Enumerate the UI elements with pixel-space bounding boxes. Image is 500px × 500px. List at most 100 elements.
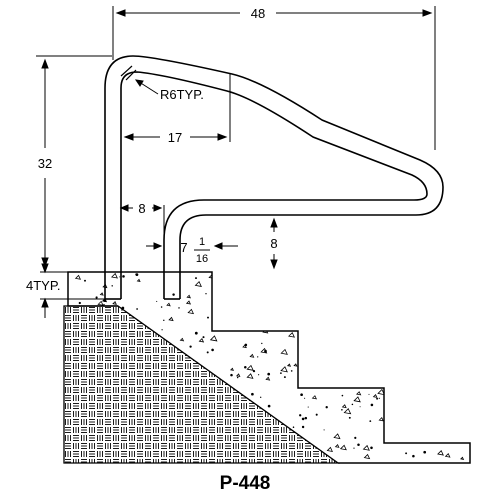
speckle-mark <box>246 364 254 371</box>
pool-wall-section <box>63 305 341 464</box>
speckle-dot <box>354 436 357 439</box>
speckle-mark <box>326 446 333 453</box>
speckle-mark <box>444 453 451 458</box>
speckle-mark <box>353 396 361 403</box>
speckle-dot <box>211 348 214 352</box>
speckle-dot <box>261 342 263 345</box>
dimension-7-1-16 <box>146 242 238 251</box>
speckle-dot <box>370 446 373 450</box>
speckle-mark <box>235 373 241 377</box>
speckle-mark <box>460 456 465 460</box>
speckle-dot <box>160 306 163 308</box>
speckle-dot <box>122 275 125 278</box>
speckle-dot <box>161 329 163 331</box>
speckle-mark <box>246 373 254 379</box>
speckle-dot <box>300 393 303 397</box>
handrail-tube <box>104 55 444 300</box>
speckle-dot <box>292 426 295 428</box>
speckle-mark <box>179 337 185 342</box>
speckle-mark <box>362 444 370 451</box>
speckle-dot <box>194 331 198 335</box>
dimension-48-label: 48 <box>251 6 265 21</box>
speckle-mark <box>187 308 195 315</box>
speckle-dot <box>299 414 302 417</box>
speckle-mark <box>377 388 385 396</box>
dimension-32 <box>36 55 112 268</box>
speckle-mark <box>343 408 352 415</box>
speckle-dot <box>206 351 209 354</box>
speckle-dot <box>111 285 113 287</box>
dimension-48 <box>112 6 436 150</box>
speckle-dot <box>376 397 379 400</box>
speckle-mark <box>229 367 235 371</box>
speckle-dot <box>301 425 305 429</box>
speckle-dot <box>304 416 308 420</box>
speckle-dot <box>378 397 380 399</box>
speckle-dot <box>95 296 98 299</box>
speckle-dot <box>84 279 86 282</box>
speckle-dot <box>103 303 105 306</box>
speckle-dot <box>252 370 256 373</box>
speckle-dot <box>267 404 271 408</box>
speckle-mark <box>99 292 104 296</box>
speckle-dot <box>189 345 192 348</box>
dimension-8-vertical <box>226 214 280 270</box>
speckle-dot <box>195 277 197 280</box>
speckle-mark <box>341 404 347 409</box>
radius-leader <box>134 79 159 95</box>
speckle-mark <box>185 300 192 305</box>
speckle-dot <box>348 416 351 419</box>
speckle-mark <box>194 281 202 287</box>
speckle-dot <box>207 316 209 319</box>
dimension-fraction-denominator: 16 <box>196 253 208 265</box>
speckle-dot <box>359 406 361 408</box>
dimension-4typ-label: 4TYP. <box>26 278 60 293</box>
speckle-dot <box>368 393 370 395</box>
speckle-mark <box>97 300 104 306</box>
speckle-mark <box>168 316 174 322</box>
speckle-dot <box>351 403 354 406</box>
radius-tick-marks <box>120 65 137 81</box>
dimension-4typ <box>40 252 105 318</box>
speckle-mark <box>110 272 118 279</box>
dimension-fraction-numerator: 1 <box>199 236 205 248</box>
dimension-7-label: 7 <box>180 240 187 255</box>
speckle-dot <box>156 300 158 302</box>
dimension-8-horizontal <box>119 204 165 240</box>
speckle-dot <box>78 301 81 305</box>
speckle-mark <box>334 444 340 448</box>
speckle-dot <box>283 376 286 379</box>
speckle-dot <box>264 349 267 353</box>
speckle-dot <box>230 373 233 377</box>
speckle-dot <box>172 293 175 296</box>
speckle-dot <box>202 336 205 339</box>
speckle-mark <box>293 363 298 367</box>
radius-note: R6TYP. <box>160 87 204 102</box>
speckle-mark <box>286 363 292 367</box>
speckle-dot <box>280 372 282 374</box>
speckle-mark <box>372 393 378 398</box>
speckle-dot <box>135 273 139 276</box>
speckle-mark <box>311 395 318 400</box>
speckle-dot <box>205 293 207 295</box>
speckle-dot <box>357 443 360 447</box>
speckle-dot <box>251 392 254 396</box>
speckle-mark <box>339 444 347 451</box>
dimension-17-label: 17 <box>168 130 182 145</box>
speckle-dot <box>121 306 125 310</box>
dimension-8h-label: 8 <box>138 201 145 216</box>
concrete-speckles <box>74 272 465 460</box>
speckle-dot <box>341 408 343 411</box>
concrete-steps <box>67 271 471 464</box>
speckle-dot <box>369 420 372 422</box>
speckle-dot <box>290 370 293 372</box>
dimension-32-label: 32 <box>38 156 52 171</box>
speckle-dot <box>244 365 247 369</box>
speckle-dot <box>258 374 260 376</box>
speckle-mark <box>209 335 218 342</box>
dimension-17 <box>123 74 231 142</box>
speckle-mark <box>101 298 108 303</box>
rail-outer-edge <box>104 55 444 299</box>
speckle-dot <box>323 429 325 431</box>
